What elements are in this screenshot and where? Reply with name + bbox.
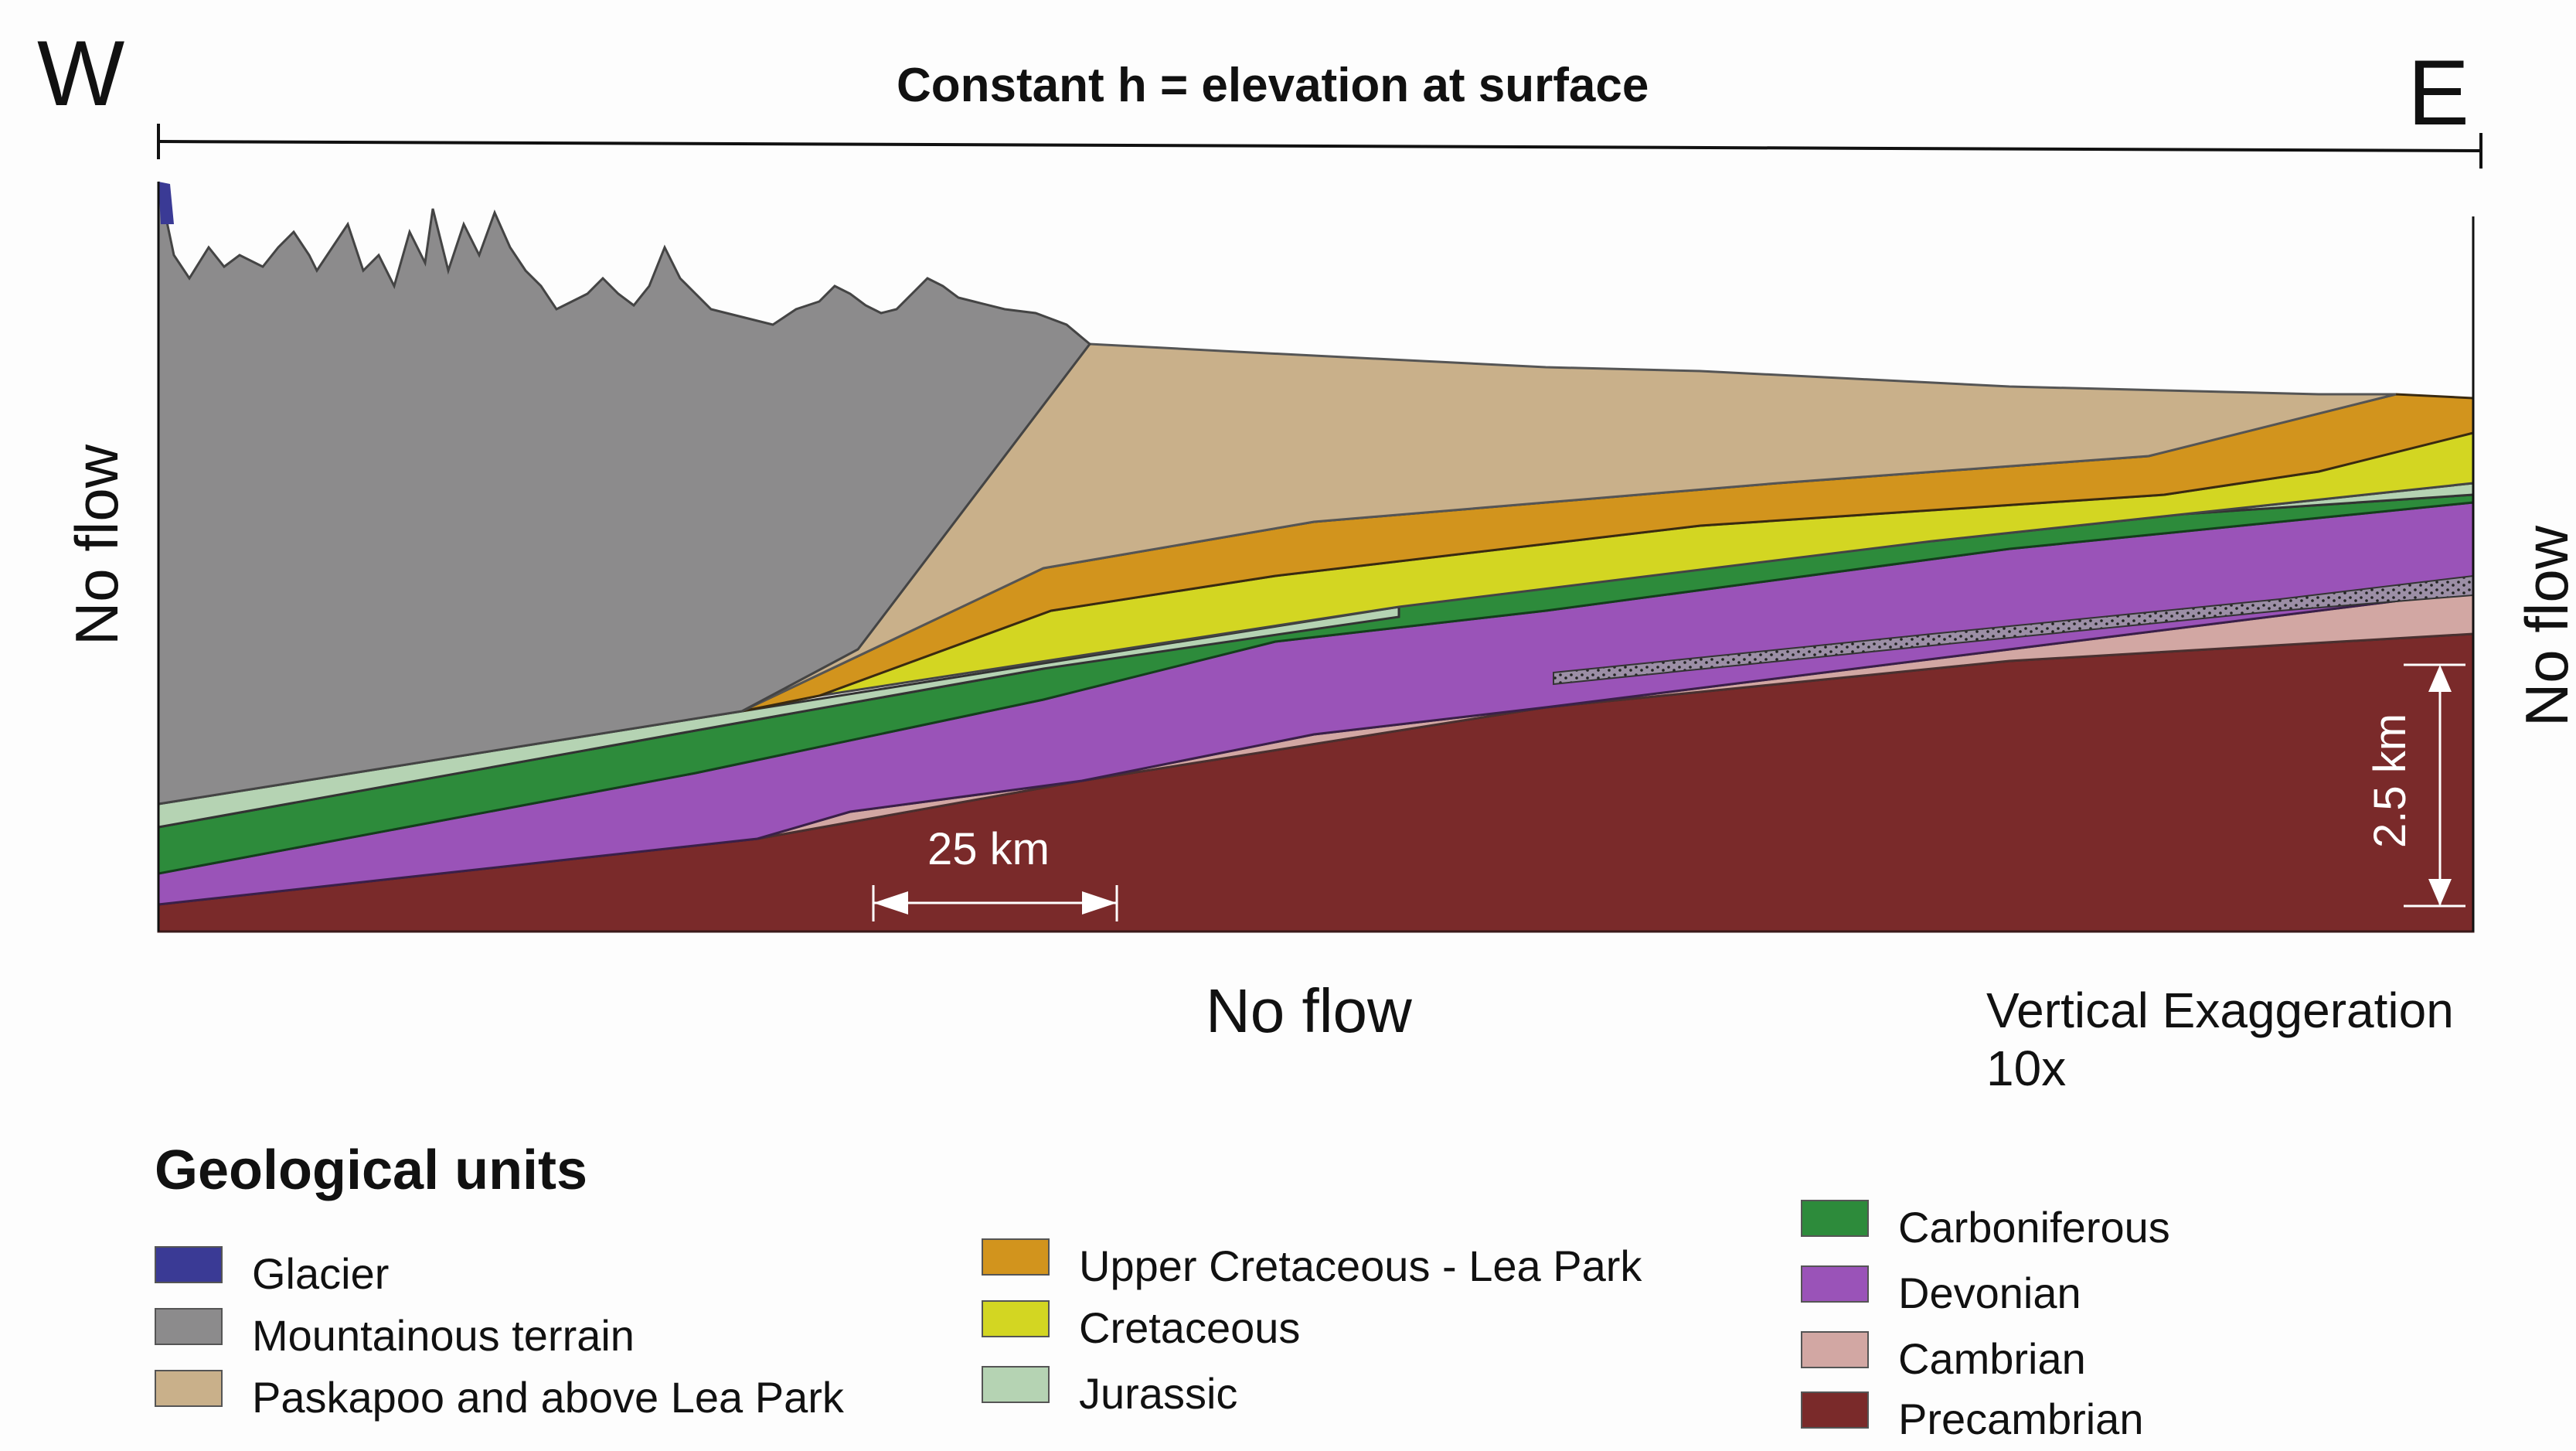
jurassic-layer bbox=[157, 605, 1400, 829]
exaggeration-label-line1: Vertical Exaggeration bbox=[1986, 983, 2454, 1038]
legend-label-upper-cretaceous-lea-park: Upper Cretaceous - Lea Park bbox=[1079, 1242, 1642, 1290]
vertical-scale-arrow-top bbox=[2428, 665, 2452, 692]
mountainous-terrain-layer bbox=[157, 181, 1092, 806]
exaggeration-label-line2: 10x bbox=[1986, 1041, 2067, 1096]
right-boundary-label: No flow bbox=[2513, 525, 2576, 727]
left-boundary-label: No flow bbox=[63, 444, 131, 646]
bottom-boundary-label: No flow bbox=[1206, 976, 1412, 1045]
legend-swatch-devonian bbox=[1801, 1265, 1869, 1303]
legend-swatch-cretaceous bbox=[982, 1300, 1050, 1337]
paskapoo-layer bbox=[741, 342, 2397, 713]
legend-label-cretaceous: Cretaceous bbox=[1079, 1303, 1301, 1352]
horizontal-scale-label: 25 km bbox=[927, 824, 1050, 874]
legend-label-mountainous-terrain: Mountainous terrain bbox=[252, 1311, 635, 1360]
legend-swatch-paskapoo-and-above-lea-park bbox=[155, 1370, 223, 1407]
legend-title: Geological units bbox=[155, 1139, 588, 1201]
legend-swatch-jurassic bbox=[982, 1366, 1050, 1403]
legend-swatch-carboniferous bbox=[1801, 1200, 1869, 1237]
horizontal-scale-arrow-left bbox=[873, 891, 908, 915]
legend-label-cambrian: Cambrian bbox=[1898, 1334, 2086, 1383]
legend-label-carboniferous: Carboniferous bbox=[1898, 1203, 2170, 1252]
east-label: E bbox=[2408, 41, 2470, 145]
west-label: W bbox=[37, 22, 125, 125]
vertical-scale-label: 2.5 km bbox=[2365, 713, 2415, 849]
legend-label-devonian: Devonian bbox=[1898, 1269, 2081, 1317]
vertical-scale-arrow-bottom bbox=[2428, 879, 2452, 906]
horizontal-scale-arrow-right bbox=[1082, 891, 1117, 915]
top-boundary-label: Constant h = elevation at surface bbox=[897, 59, 1649, 112]
legend-label-glacier: Glacier bbox=[252, 1249, 390, 1298]
legend-label-precambrian: Precambrian bbox=[1898, 1395, 2144, 1443]
legend-swatch-cambrian bbox=[1801, 1331, 1869, 1368]
legend-label-jurassic: Jurassic bbox=[1079, 1369, 1238, 1418]
top-boundary-line bbox=[158, 140, 2482, 152]
legend-swatch-mountainous-terrain bbox=[155, 1308, 223, 1345]
legend-label-paskapoo-and-above-lea-park: Paskapoo and above Lea Park bbox=[252, 1373, 844, 1422]
legend-swatch-upper-cretaceous-lea-park bbox=[982, 1238, 1050, 1276]
legend-swatch-precambrian bbox=[1801, 1391, 1869, 1429]
legend-swatch-glacier bbox=[155, 1246, 223, 1283]
glacier-patch bbox=[158, 182, 174, 224]
